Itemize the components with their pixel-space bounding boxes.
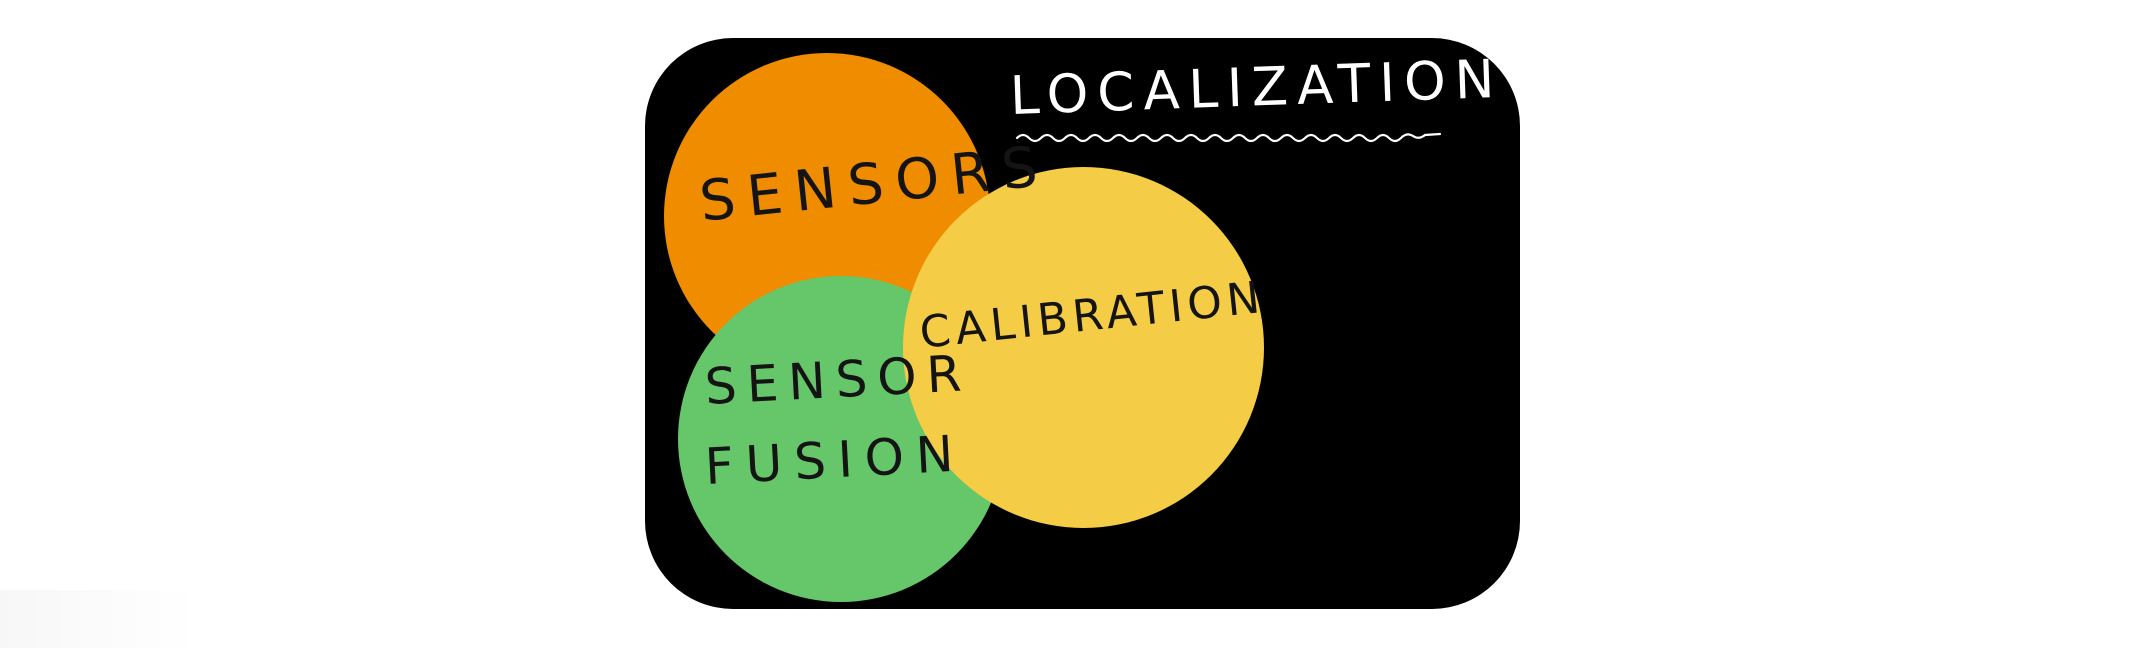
diagram-board: LOCALIZATION SENSORS SENSOR FUSION CALIB… <box>645 38 1520 609</box>
calibration-circle <box>903 167 1264 528</box>
title-underline <box>1015 132 1442 143</box>
corner-shadow <box>0 590 200 648</box>
diagram-title: LOCALIZATION <box>1008 48 1505 127</box>
